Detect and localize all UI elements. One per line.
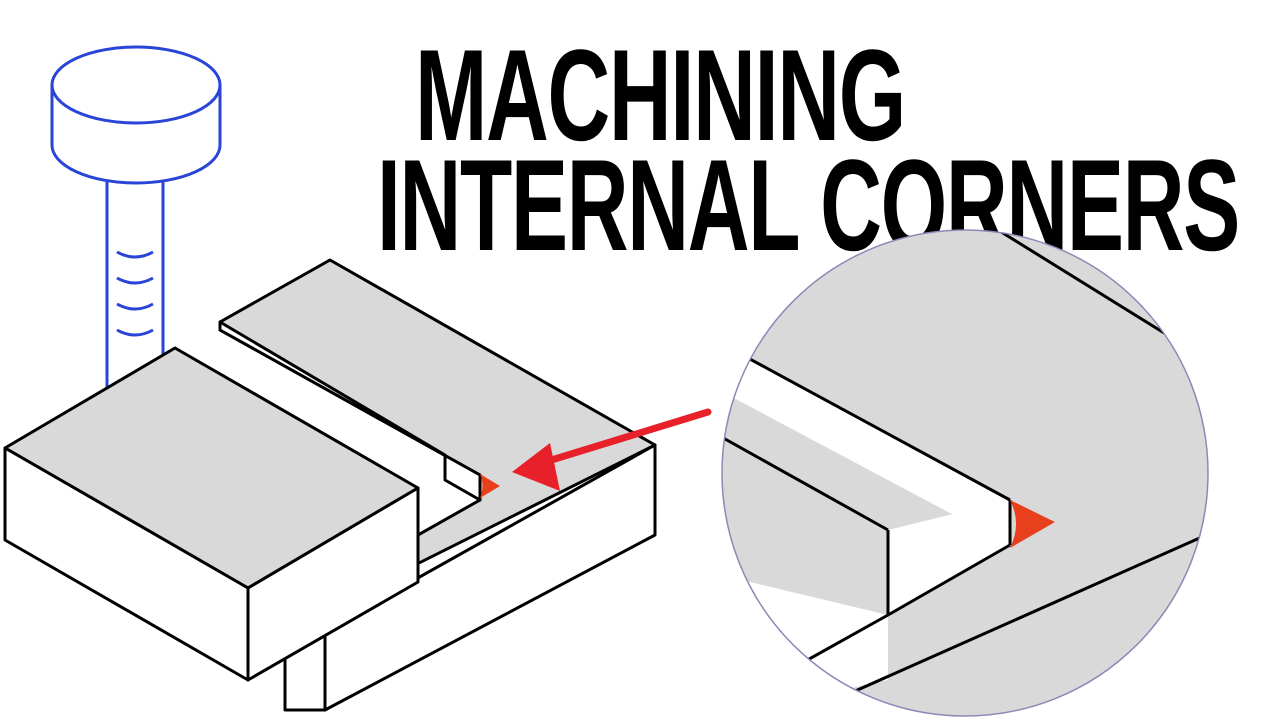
title-line-1: MACHINING xyxy=(415,22,905,168)
l-block-inner-wall xyxy=(218,320,482,502)
l-block-side xyxy=(323,443,657,712)
zoom-detail xyxy=(721,229,1209,717)
end-mill-icon xyxy=(50,45,222,397)
left-block-side xyxy=(246,486,420,682)
arrow-left-icon xyxy=(512,408,712,491)
title-line-2: INTERNAL CORNERS xyxy=(377,132,1239,278)
title: MACHINING INTERNAL CORNERS xyxy=(377,22,1241,278)
workpiece xyxy=(3,258,657,712)
zoom-circle-border xyxy=(721,229,1209,717)
corner-fillet-icon xyxy=(480,474,500,498)
